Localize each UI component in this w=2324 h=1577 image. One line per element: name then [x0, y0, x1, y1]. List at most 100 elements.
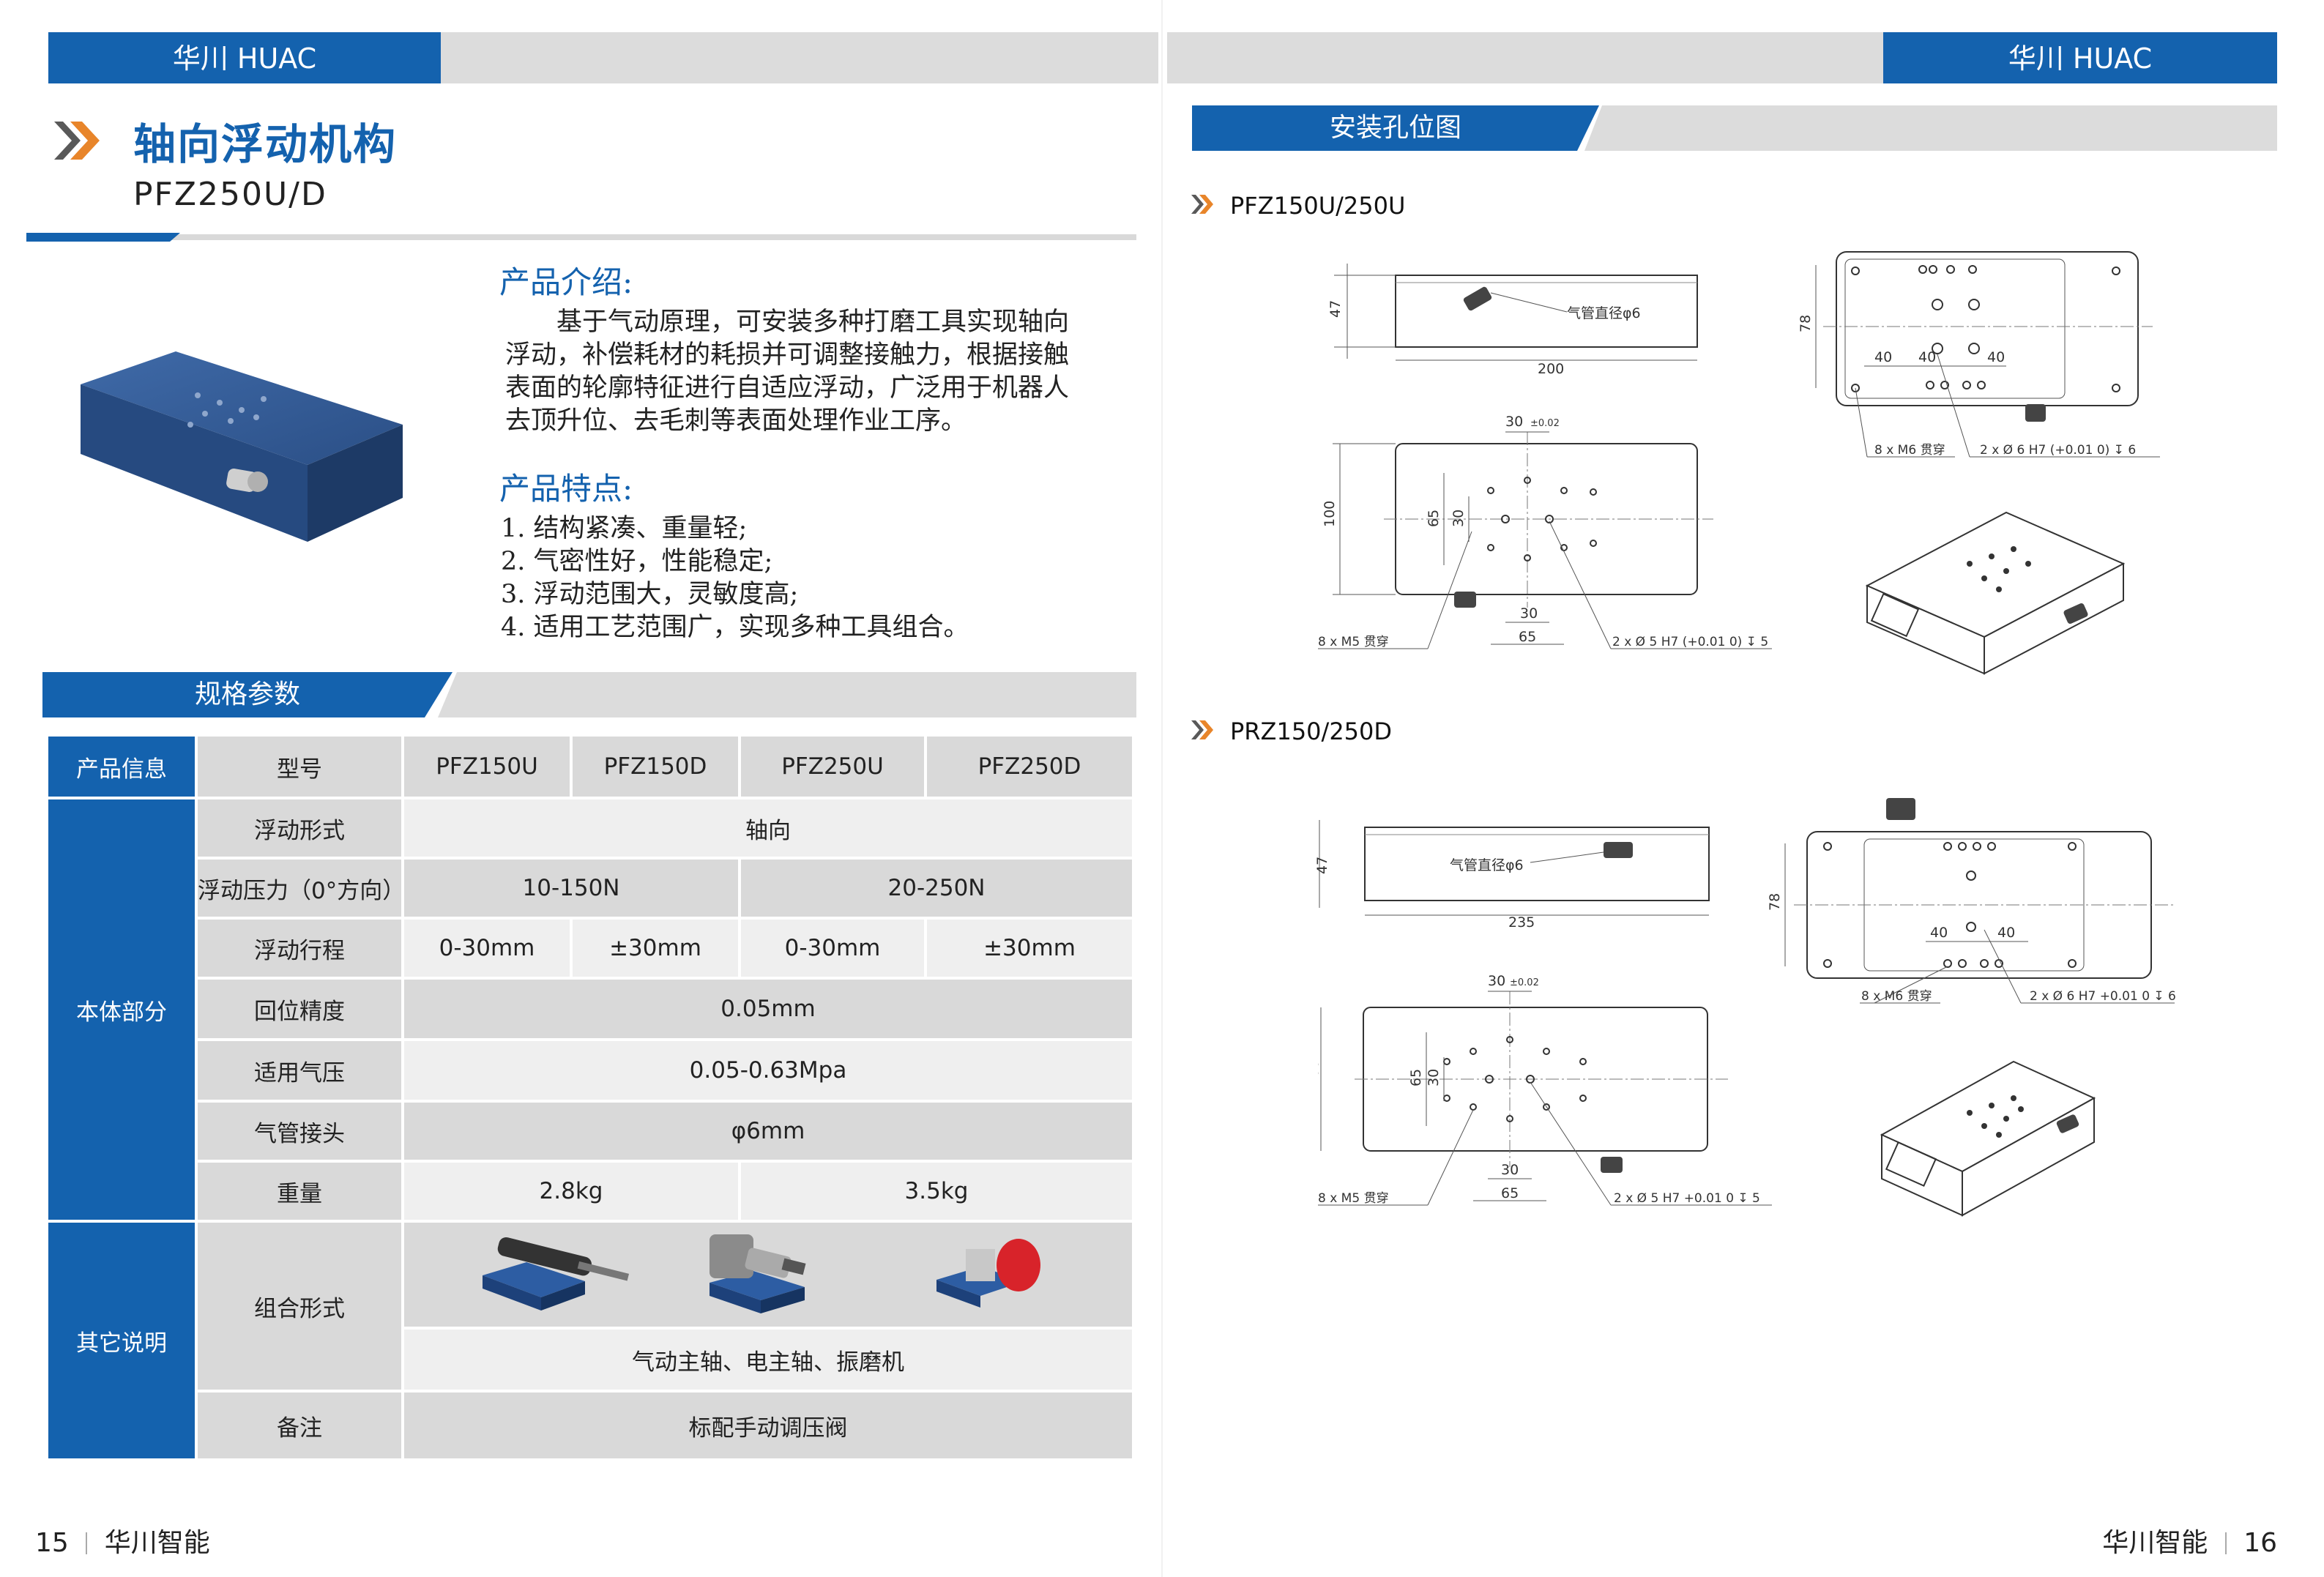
cat-other: 其它说明	[48, 1223, 195, 1458]
pin6-hole-label: 2 x Ø 6 H7 +0.01 0 ↧ 6	[2030, 989, 2176, 1004]
section-title: 安装孔位图	[1329, 113, 1461, 143]
feature-item: 3. 浮动范围大，灵敏度高;	[501, 580, 799, 609]
pin-hole-label: 2 x Ø 5 H7 +0.01 0 ↧ 5	[1614, 1191, 1760, 1206]
top-dim-30: 30	[1488, 973, 1505, 989]
dim-78: 78	[1767, 893, 1783, 911]
intro-line: 表面的轮廓特征进行自适应浮动，广泛用于机器人	[505, 373, 1070, 403]
air-pressure-value: 0.05-0.63Mpa	[404, 1041, 1132, 1100]
tool-combinations-image	[483, 1234, 1040, 1313]
dim-30: 30	[1426, 1069, 1442, 1086]
height-dimension: 47	[1327, 300, 1344, 318]
footer-separator	[86, 1532, 88, 1554]
combo-value: 气动主轴、电主轴、振磨机	[404, 1330, 1132, 1390]
back-view-drawing: 78 40 40 40 8 x M6 贯穿 2 x Ø 6 H7 (+0.01 …	[1798, 242, 2204, 458]
cat-body: 本体部分	[48, 799, 195, 1220]
tube-label: 气管直径φ6	[1567, 305, 1641, 321]
cat-product-info: 产品信息	[48, 737, 195, 797]
model-heading-1: PFZ150U/250U	[1230, 192, 1406, 220]
label-precision: 回位精度	[198, 980, 401, 1038]
label-weight: 重量	[198, 1163, 401, 1220]
back-view-drawing: 78 40 40 8 x M6 贯穿 2 x Ø 6 H7 +0.01 0 ↧ …	[1767, 798, 2176, 1004]
intro-line: 浮动，补偿耗材的耗损并可调整接触力，根据接触	[505, 340, 1070, 370]
dim-30: 30	[1450, 510, 1467, 527]
footer-separator	[2224, 1532, 2227, 1554]
top-view-drawing: 100 65 30 30 ±0.02 30 65 8 x M5 贯穿 2 x Ø…	[1318, 973, 1787, 1206]
float-form-value: 轴向	[404, 799, 1132, 857]
footer-brand-right: 华川智能	[2102, 1528, 2208, 1558]
feature-item: 1. 结构紧凑、重量轻;	[501, 514, 748, 543]
spec-title: 规格参数	[194, 679, 300, 709]
top-dim-30: 30	[1505, 414, 1523, 430]
intro-heading: 产品介绍:	[499, 264, 633, 300]
dim-40-a: 40	[1930, 925, 1948, 941]
stroke-value: 0-30mm	[741, 920, 924, 977]
footer-left: 15 华川智能	[35, 1521, 210, 1559]
dim-40-a: 40	[1874, 349, 1892, 365]
bottom-dim-30: 30	[1501, 1162, 1519, 1178]
model-cell: PFZ150U	[404, 737, 570, 797]
intro-line: 基于气动原理，可安装多种打磨工具实现轴向	[505, 307, 1070, 337]
width-dimension: 100	[1318, 1060, 1322, 1086]
model-cell: PFZ250U	[741, 737, 924, 797]
label-pressure: 浮动压力（0°方向）	[198, 860, 405, 917]
isometric-view-drawing	[1865, 511, 2126, 675]
double-chevron-icon	[54, 122, 100, 160]
combo-images	[404, 1223, 1132, 1327]
dim-65: 65	[1408, 1069, 1424, 1086]
label-note: 备注	[198, 1393, 401, 1458]
fitting-value: φ6mm	[404, 1103, 1132, 1160]
bottom-dim-30: 30	[1520, 605, 1538, 622]
feature-item: 4. 适用工艺范围广，实现多种工具组合。	[501, 613, 969, 642]
dim-40-b: 40	[1997, 925, 2015, 941]
brand-header-left: 华川 HUAC	[48, 32, 441, 83]
model-subtitle: PFZ250U/D	[133, 176, 327, 213]
note-value: 标配手动调压阀	[404, 1393, 1132, 1458]
side-view-drawing: 47 200 气管直径φ6	[1327, 242, 1713, 377]
page-number-right: 16	[2243, 1528, 2277, 1558]
bottom-dim-65: 65	[1519, 629, 1536, 645]
m5-hole-label: 8 x M5 贯穿	[1318, 635, 1389, 649]
features-heading: 产品特点:	[499, 471, 633, 507]
spec-title-bar	[42, 672, 1136, 717]
m5-hole-label: 8 x M5 贯穿	[1318, 1191, 1389, 1206]
pressure-value-a: 10-150N	[404, 860, 738, 917]
length-dimension: 235	[1508, 914, 1535, 930]
weight-value-b: 3.5kg	[741, 1163, 1132, 1220]
pin-hole-label: 2 x Ø 5 H7 (+0.01 0) ↧ 5	[1612, 635, 1768, 649]
model-heading-2: PRZ150/250D	[1230, 717, 1393, 745]
double-chevron-icon	[1191, 195, 1213, 214]
weight-value-a: 2.8kg	[404, 1163, 738, 1220]
stroke-value: ±30mm	[927, 920, 1132, 977]
footer-right: 华川智能 16	[2102, 1521, 2277, 1559]
dim-40-c: 40	[1987, 349, 2005, 365]
m6-hole-label: 8 x M6 贯穿	[1861, 989, 1932, 1004]
precision-value: 0.05mm	[404, 980, 1132, 1038]
features-list: 1. 结构紧凑、重量轻; 2. 气密性好，性能稳定; 3. 浮动范围大，灵敏度高…	[501, 512, 969, 644]
footer-brand-left: 华川智能	[104, 1528, 210, 1558]
stroke-value: ±30mm	[573, 920, 738, 977]
tolerance: ±0.02	[1510, 977, 1539, 988]
model-cell: PFZ250D	[927, 737, 1132, 797]
double-chevron-icon	[1191, 720, 1213, 739]
page-title: 轴向浮动机构	[133, 119, 398, 169]
label-air-pressure: 适用气压	[198, 1041, 401, 1100]
intro-line: 去顶升位、去毛刺等表面处理作业工序。	[505, 406, 967, 436]
side-view-drawing: 47 235 气管直径φ6	[1314, 783, 1721, 930]
label-combo: 组合形式	[198, 1223, 401, 1390]
pressure-value-b: 20-250N	[741, 860, 1132, 917]
tube-label: 气管直径φ6	[1450, 857, 1524, 873]
stroke-value: 0-30mm	[404, 920, 570, 977]
dim-65: 65	[1426, 510, 1442, 527]
width-dimension: 100	[1322, 501, 1338, 527]
label-stroke: 浮动行程	[198, 920, 401, 977]
label-float-form: 浮动形式	[198, 799, 401, 857]
label-model: 型号	[198, 737, 401, 797]
brand-header-right: 华川 HUAC	[1883, 32, 2277, 83]
product-image	[81, 351, 403, 542]
length-dimension: 200	[1538, 361, 1564, 377]
top-view-drawing: 100 65 30 30 ±0.02 30 65 8 x M5 贯穿 2 x Ø…	[1318, 414, 1801, 649]
label-fitting: 气管接头	[198, 1103, 401, 1160]
page-number-left: 15	[35, 1528, 69, 1558]
intro-text: 基于气动原理，可安装多种打磨工具实现轴向 浮动，补偿耗材的耗损并可调整接触力，根…	[505, 306, 1128, 438]
dim-78: 78	[1798, 315, 1814, 332]
